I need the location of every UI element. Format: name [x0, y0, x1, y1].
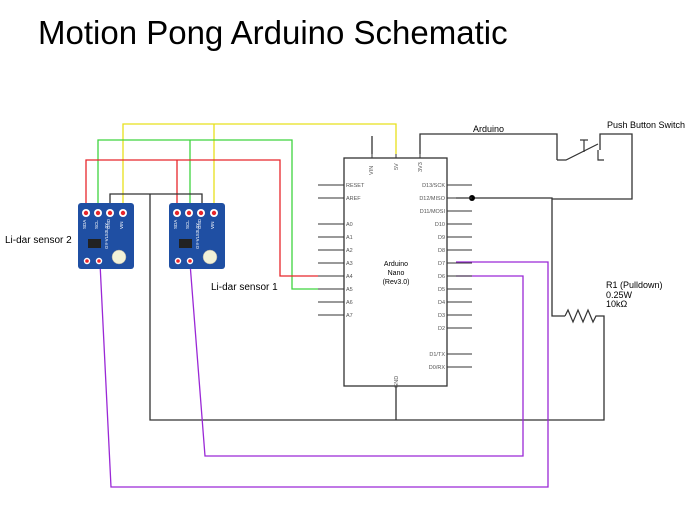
pin-d1-tx: D1/TX: [429, 352, 445, 358]
pin-d5: D5: [438, 287, 445, 293]
pin-d7: D7: [438, 261, 445, 267]
wire-purple-sensor1: [189, 262, 524, 457]
pin-a1: A1: [346, 235, 353, 241]
pin-a5: A5: [346, 287, 353, 293]
pin-d3: D3: [438, 313, 445, 319]
push-button-label: Push Button Switch: [607, 120, 685, 130]
sensor1-pin-scl: SCL: [185, 220, 190, 229]
arduino-wire-label: Arduino: [473, 124, 504, 134]
pin-a3: A3: [346, 261, 353, 267]
page-title: Motion Pong Arduino Schematic: [38, 14, 508, 51]
arduino-rev: (Rev3.0): [383, 279, 410, 286]
wire-ground-sensor2: [109, 193, 203, 210]
sensor2-pin-gnd: GND: [106, 218, 111, 229]
r1-value: 10kΩ: [606, 299, 628, 309]
pin-d0-rx: D0/RX: [429, 365, 446, 371]
wire-green-a5: [97, 139, 318, 290]
sensor2-pin-sda: SDA: [82, 220, 87, 229]
sensor1-chip-label: GY-VL53L0X: [195, 223, 200, 249]
pin-a4: A4: [346, 274, 353, 280]
pin-reset: RESET: [346, 183, 365, 189]
pin-a0: A0: [346, 222, 353, 228]
pin-d6: D6: [438, 274, 445, 280]
arduino-nano: VIN 5V 3V3 GND Arduino Nano (Rev3.0) RES…: [318, 154, 472, 392]
wire-red-a4: [85, 159, 318, 277]
wire-yellow-5v: [122, 123, 397, 210]
sensor1-pin-gnd: GND: [197, 218, 202, 229]
pin-d13-sck: D13/SCK: [422, 183, 445, 189]
wire-d12: [456, 197, 565, 317]
wire-ground-main: [149, 194, 605, 421]
pin-a7: A7: [346, 313, 353, 319]
pin-5v: 5V: [394, 163, 400, 170]
pin-d4: D4: [438, 300, 445, 306]
pin-aref: AREF: [346, 196, 361, 202]
r1-name: R1 (Pulldown): [606, 280, 663, 290]
sensor2-pin-scl: SCL: [94, 220, 99, 229]
lidar-sensor-2-label: Li-dar sensor 2: [5, 235, 72, 246]
pin-d8: D8: [438, 248, 445, 254]
pin-d10: D10: [435, 222, 445, 228]
lidar-sensor-2: SDA SCL GND VIN GY-VL53L0X: [78, 203, 134, 269]
pin-d9: D9: [438, 235, 445, 241]
pin-d11-mosi: D11/MOSI: [420, 209, 446, 215]
pin-d12-miso: D12/MISO: [419, 196, 445, 202]
pin-a2: A2: [346, 248, 353, 254]
sensor2-pin-vin: VIN: [119, 221, 124, 229]
resistor-r1: [564, 308, 598, 324]
wire-button-right: [552, 133, 633, 200]
pin-3v3: 3V3: [418, 162, 424, 172]
sensor1-pin-vin: VIN: [210, 221, 215, 229]
lidar-sensor-1-label: Li-dar sensor 1: [211, 282, 278, 293]
arduino-model: Nano: [388, 270, 405, 277]
wire-purple-sensor2: [99, 261, 549, 488]
lidar-sensor-1: SDA SCL GND VIN GY-VL53L0X: [169, 203, 225, 269]
sensor2-chip-label: GY-VL53L0X: [104, 223, 109, 249]
sensor1-pin-sda: SDA: [173, 220, 178, 229]
pin-a6: A6: [346, 300, 353, 306]
push-button-switch: [557, 139, 604, 161]
pin-vin: VIN: [369, 166, 375, 175]
arduino-name: Arduino: [384, 261, 408, 268]
pin-d2: D2: [438, 326, 445, 332]
wire-3v3-button: [419, 133, 558, 160]
pin-gnd: GND: [394, 376, 400, 388]
r1-power: 0.25W: [606, 290, 633, 300]
